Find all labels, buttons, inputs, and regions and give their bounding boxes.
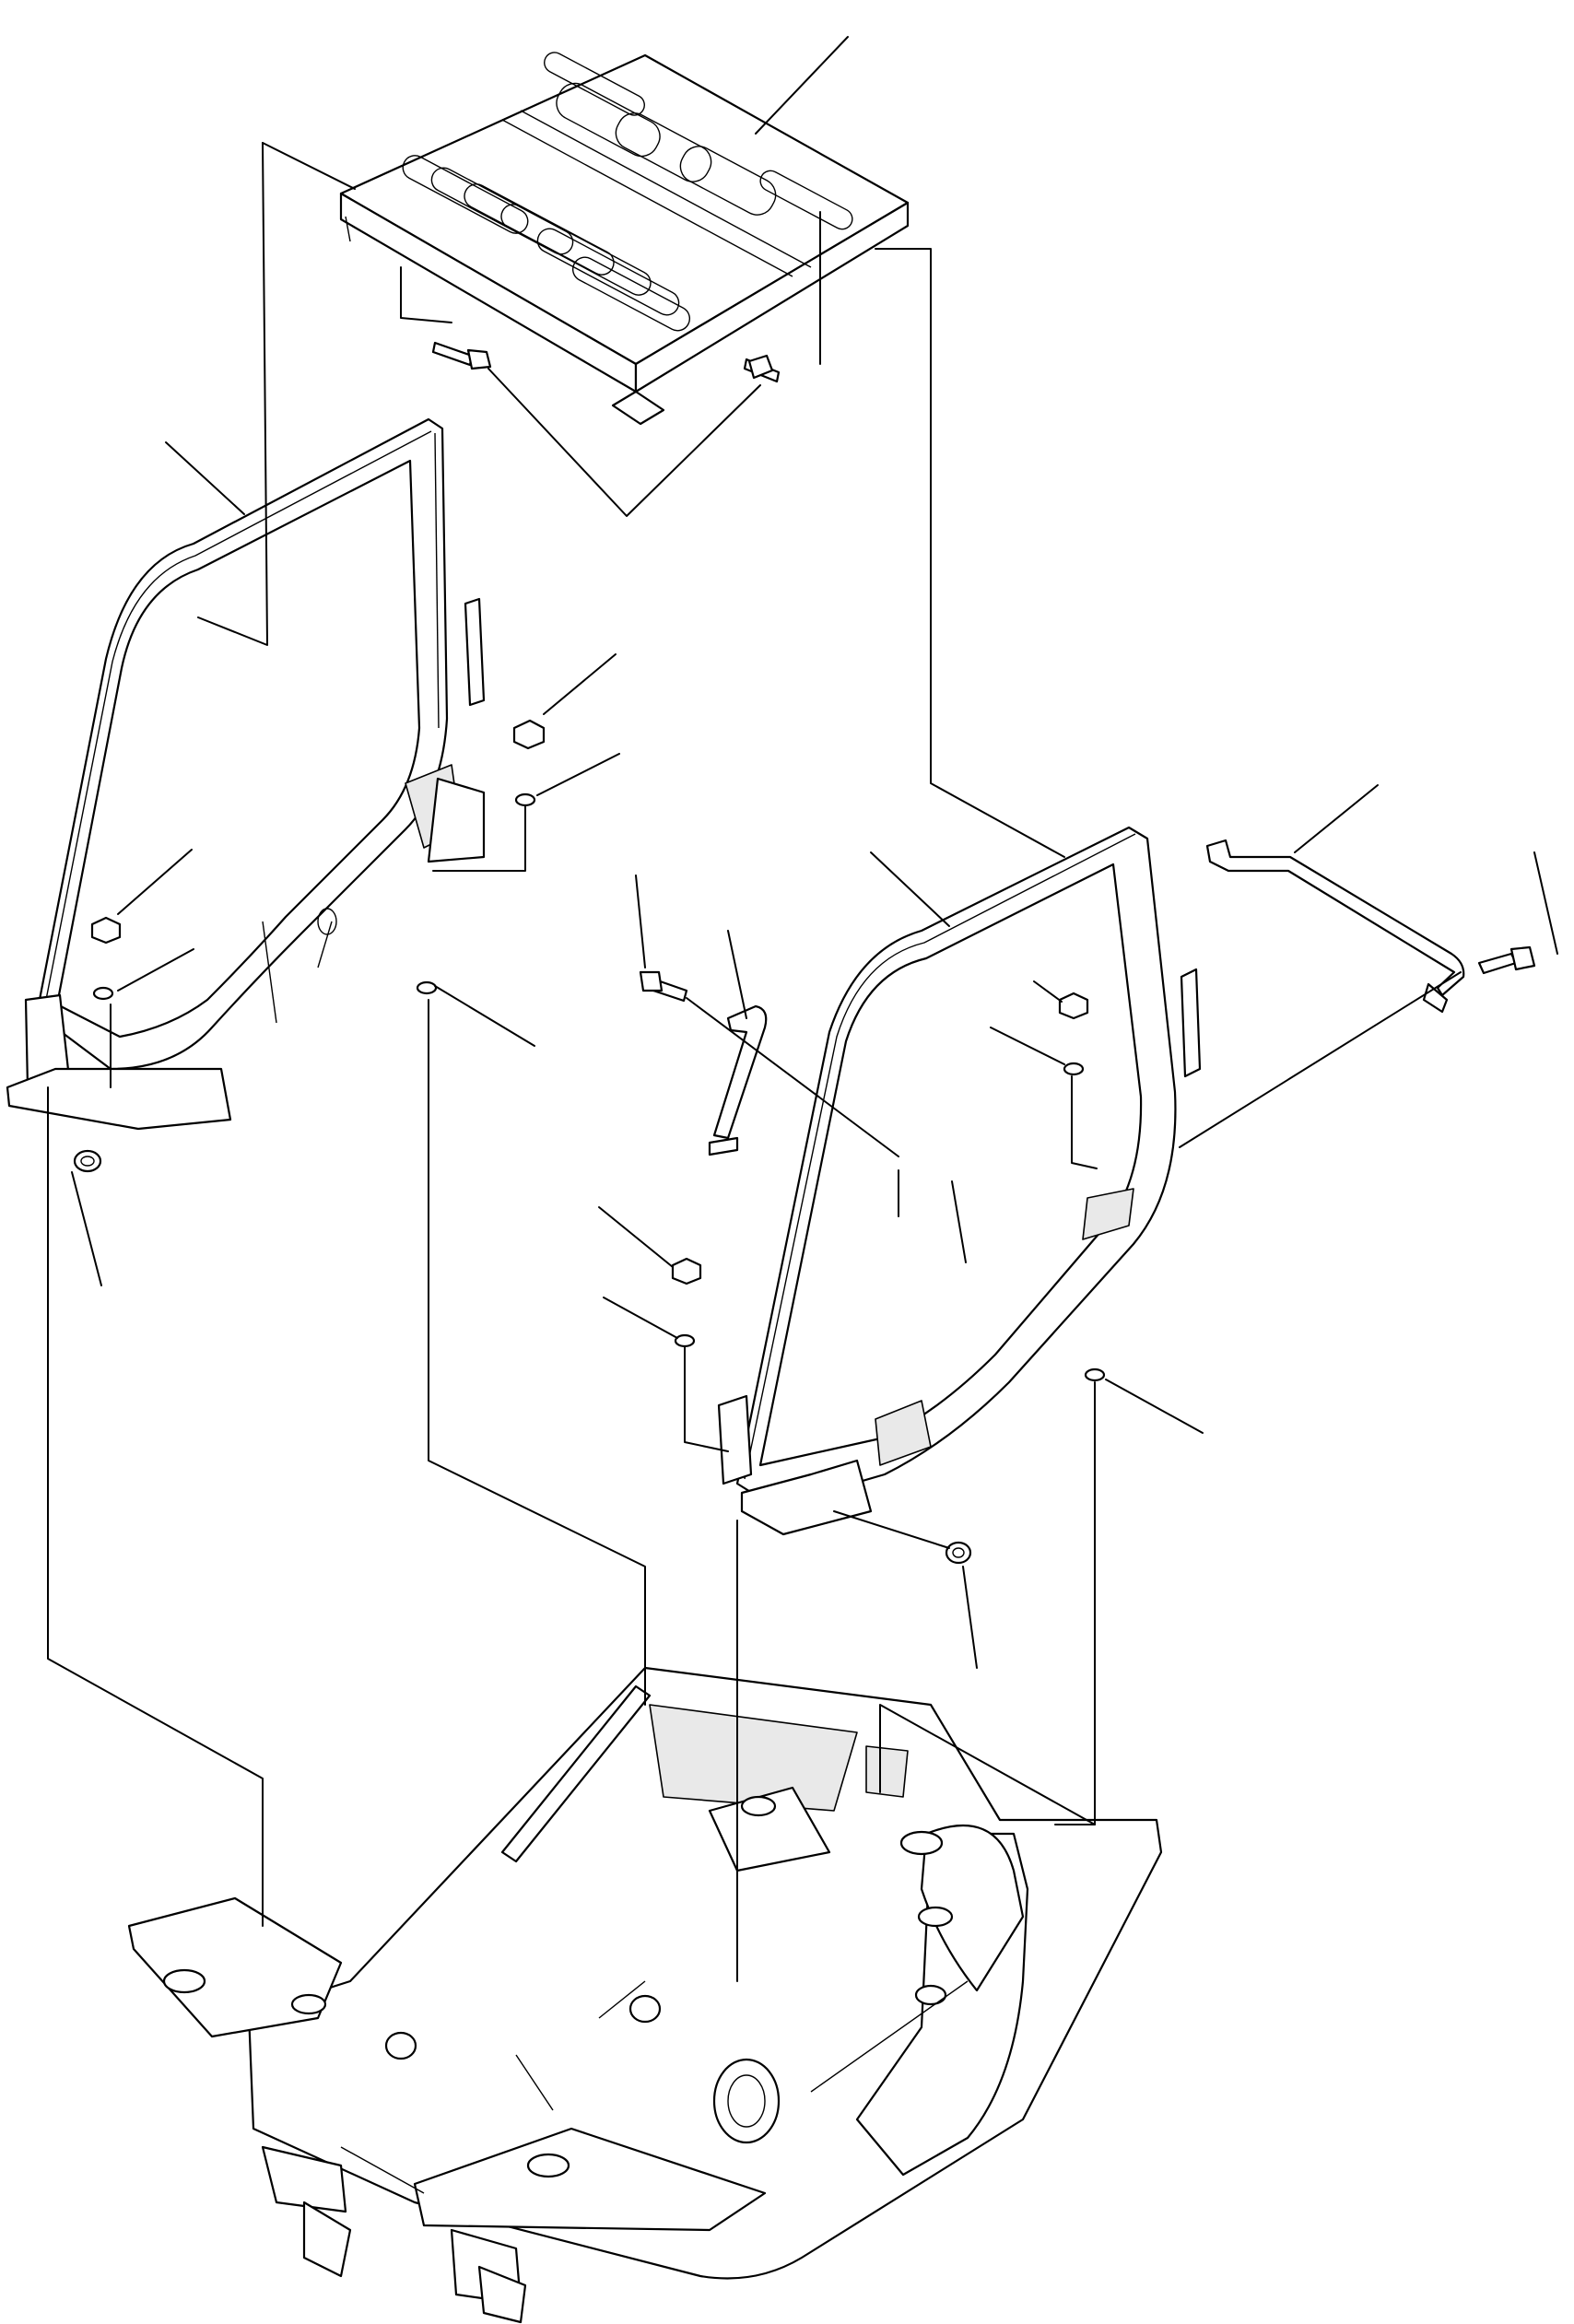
left-nut-upper <box>512 719 546 750</box>
center-nut-c <box>671 1257 702 1285</box>
left-cab-frame <box>6 417 486 1131</box>
roof-panel <box>339 52 910 426</box>
left-nut-lower <box>90 916 122 945</box>
left-washer-mid <box>416 980 438 995</box>
floor-frame <box>127 1666 1163 2324</box>
left-bushing <box>73 1149 102 1173</box>
right-bushing <box>945 1541 972 1565</box>
roof-bolt-left <box>431 341 492 370</box>
right-cab-frame <box>717 826 1202 1536</box>
left-washer-lower <box>92 986 114 1001</box>
grab-handle <box>708 1004 768 1156</box>
center-washer-d <box>674 1333 696 1348</box>
leader-lines <box>47 36 1558 1982</box>
left-washer-upper <box>514 792 536 807</box>
roof-embossed-panels <box>402 52 853 332</box>
roof-bolt-right <box>743 354 781 383</box>
center-bolt <box>639 970 688 1003</box>
right-washer-upper <box>1063 1062 1085 1076</box>
stay-bar-bolt <box>1477 945 1536 975</box>
right-nut-upper <box>1058 992 1089 1020</box>
right-washer-lower <box>1084 1367 1106 1382</box>
stay-bar <box>1205 839 1465 1014</box>
